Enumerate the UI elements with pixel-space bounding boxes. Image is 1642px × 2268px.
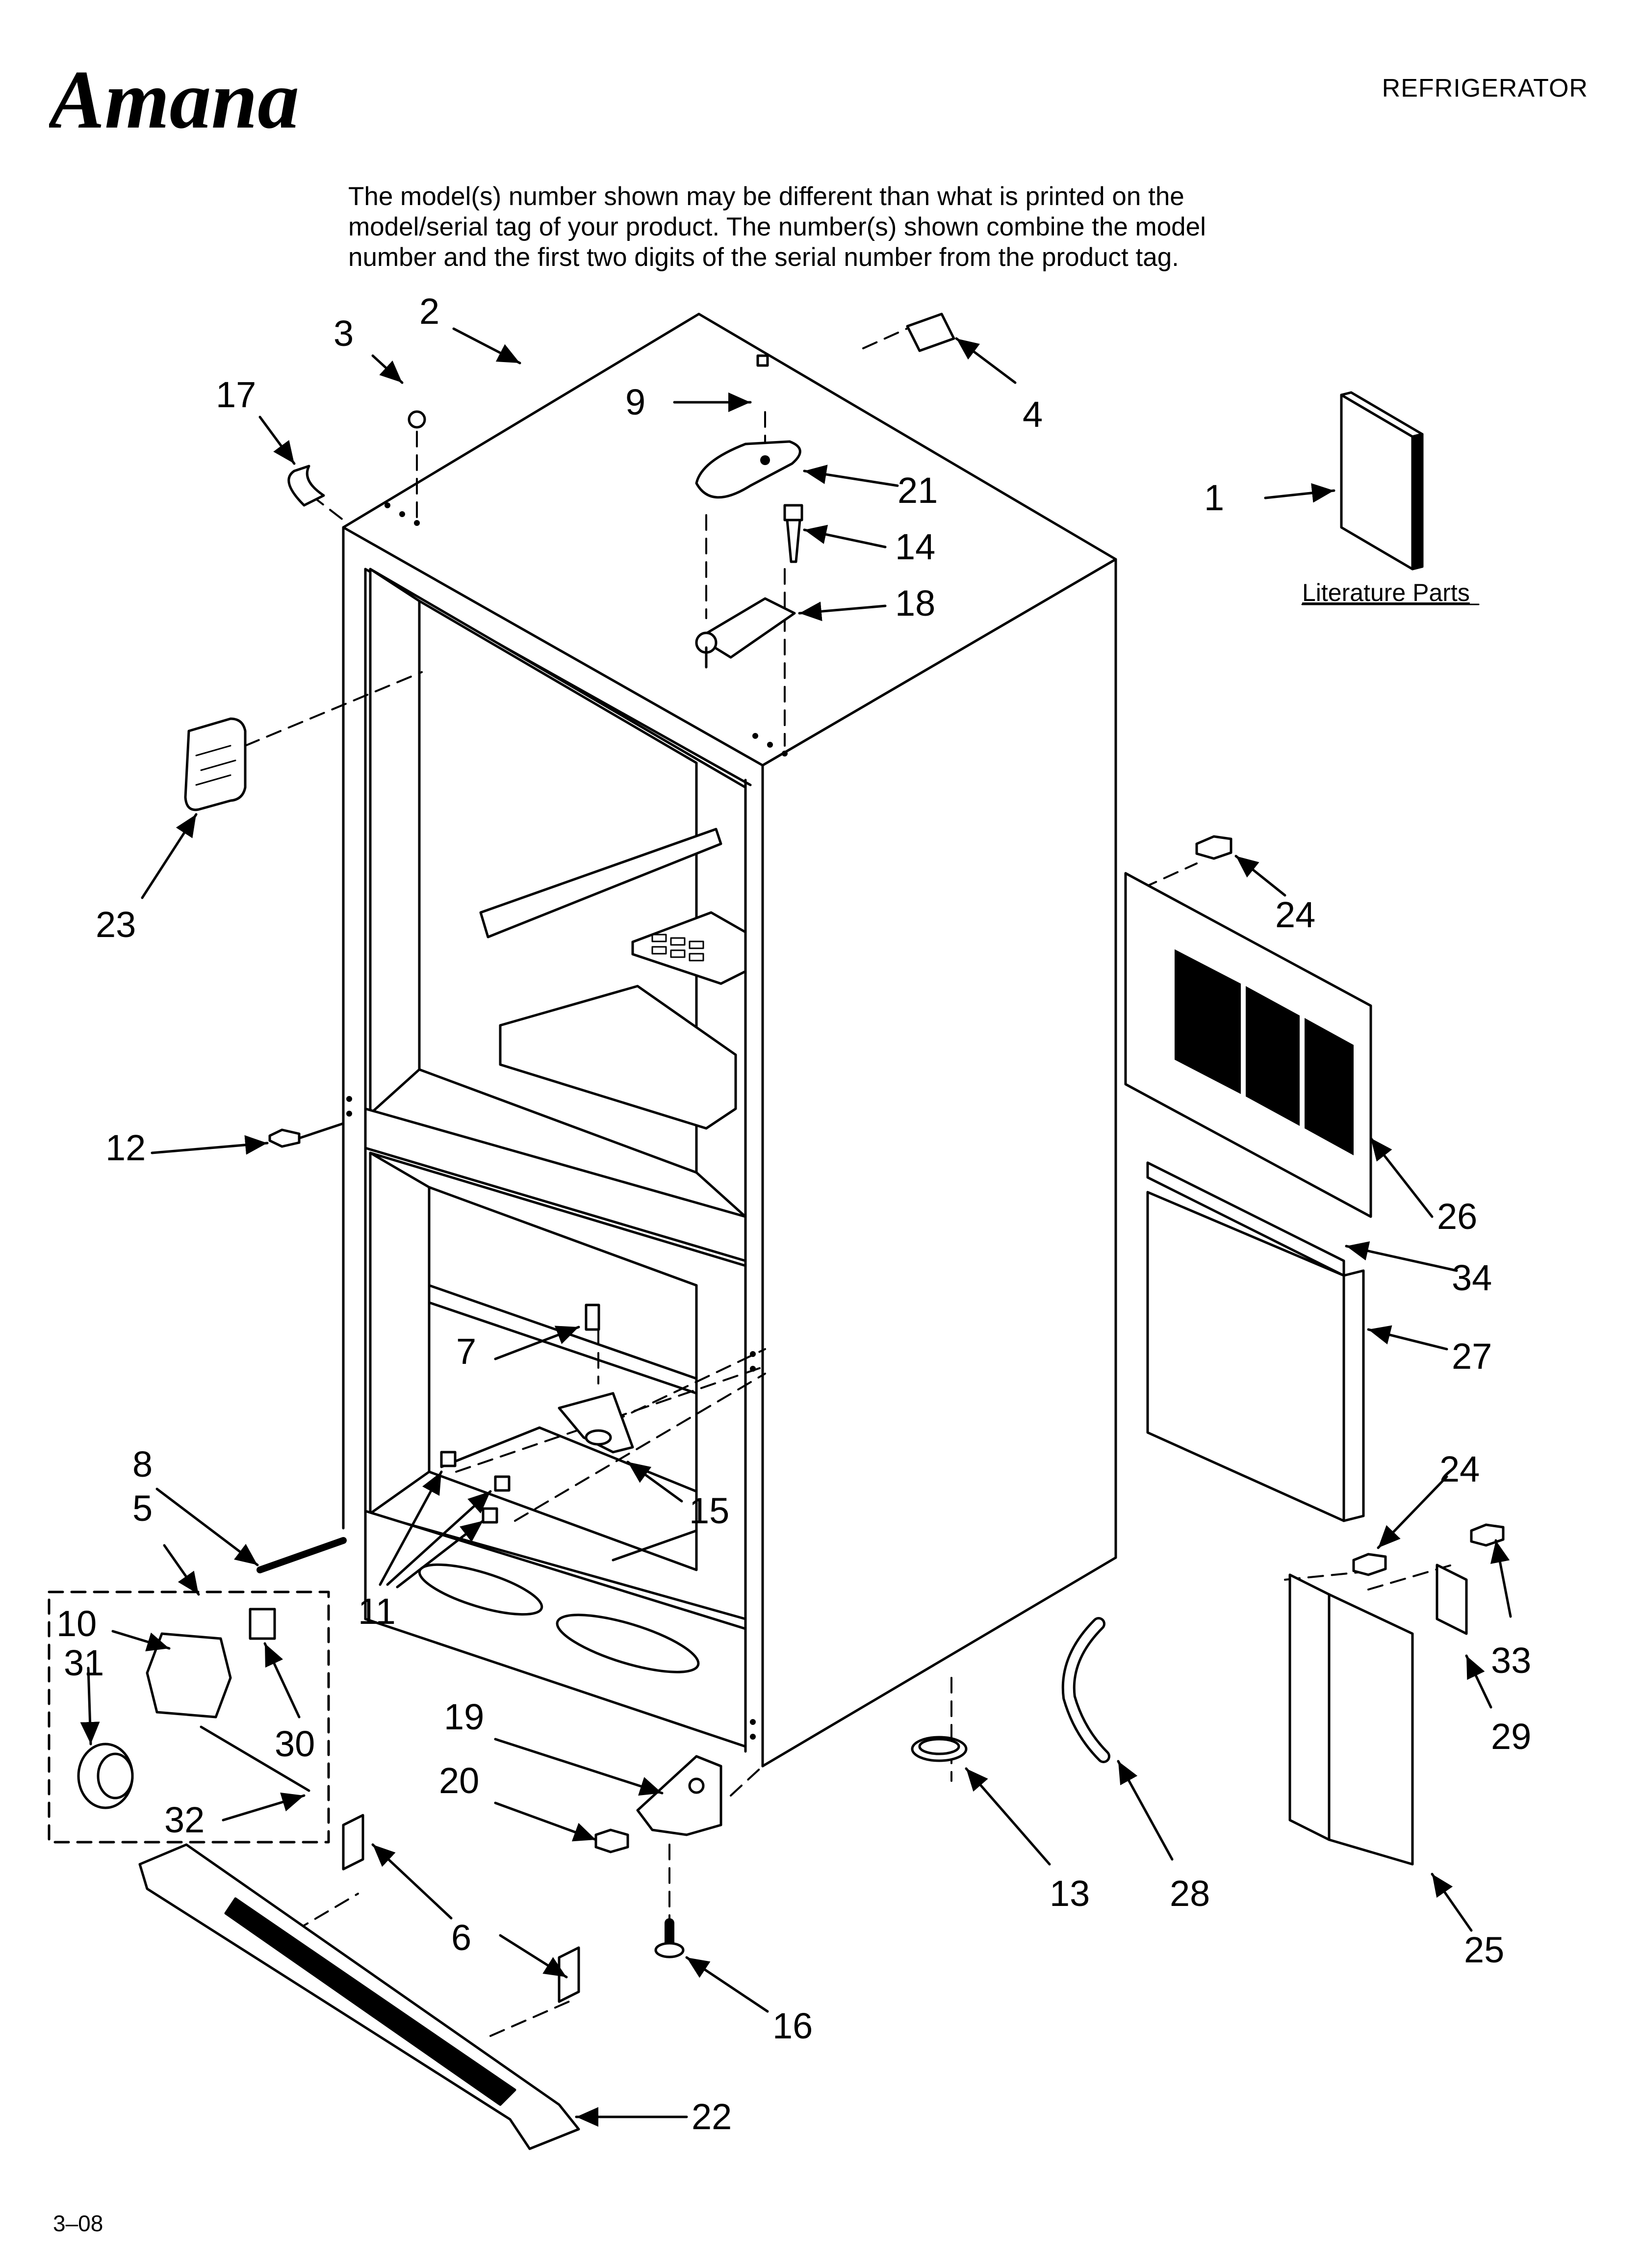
part-stud-7	[585, 1303, 600, 1331]
part-panel-27	[1146, 1191, 1365, 1522]
callout-24a: 24	[1275, 894, 1315, 935]
part-hinge-cover-21	[695, 440, 801, 499]
callout-1: 1	[1204, 477, 1224, 518]
callout-32: 32	[164, 1799, 205, 1840]
part-bracket-29	[1436, 1564, 1468, 1635]
part-foot-13	[911, 1736, 968, 1762]
callout-17: 17	[216, 374, 256, 415]
part-roller-assembly	[48, 1590, 330, 1844]
callout-7: 7	[456, 1331, 476, 1372]
part-label-4	[906, 313, 955, 352]
callout-26: 26	[1437, 1196, 1477, 1237]
part-hinge-18	[695, 597, 796, 669]
callout-13: 13	[1050, 1873, 1090, 1914]
part-screw-12	[268, 1122, 345, 1148]
part-leg-16	[654, 1918, 685, 1958]
callout-24b: 24	[1439, 1449, 1480, 1489]
callout-12: 12	[105, 1127, 146, 1168]
part-screws-top	[408, 354, 803, 563]
callout-31: 31	[64, 1642, 104, 1683]
part-base-grille-22	[138, 1843, 580, 2150]
part-bolt-8	[257, 1537, 347, 1573]
callout-numbers: 1 2 3 4 5 6 7 8 9 10 11 12 13 14 15 16 1…	[56, 291, 1531, 2137]
part-bracket-15	[558, 1392, 634, 1454]
callout-6: 6	[451, 1917, 471, 1958]
part-grille-26	[1124, 872, 1372, 1218]
svg-text:Amana: Amana	[49, 54, 299, 137]
callout-29: 29	[1491, 1716, 1531, 1757]
assembly-lines	[244, 325, 1453, 2037]
amana-logo: Amana	[49, 54, 299, 137]
callout-8: 8	[132, 1444, 153, 1485]
model-number-notice: The model(s) number shown may be differe…	[348, 182, 1329, 273]
callout-22: 22	[692, 2096, 732, 2137]
callout-2: 2	[419, 291, 439, 332]
callout-18: 18	[895, 583, 935, 624]
part-cover-25	[1288, 1573, 1414, 1866]
callout-5: 5	[132, 1488, 153, 1529]
part-screw-20	[594, 1828, 629, 1853]
callout-11: 11	[358, 1591, 396, 1632]
callout-34: 34	[1452, 1257, 1492, 1298]
callout-15: 15	[689, 1490, 729, 1531]
part-control-23	[184, 717, 247, 811]
callout-19: 19	[444, 1696, 484, 1737]
leader-lines	[80, 327, 1512, 2127]
part-literature-book	[1340, 391, 1424, 571]
callout-3: 3	[334, 313, 354, 354]
callout-23: 23	[96, 904, 136, 945]
callout-14: 14	[895, 526, 935, 567]
part-17	[287, 465, 325, 507]
callout-30: 30	[275, 1723, 315, 1764]
notice-line: The model(s) number shown may be differe…	[348, 182, 1184, 211]
callout-21: 21	[898, 470, 938, 511]
callout-28: 28	[1170, 1873, 1210, 1914]
callout-27: 27	[1452, 1336, 1492, 1377]
refrigerator-cabinet	[342, 313, 1117, 1768]
callout-4: 4	[1023, 394, 1043, 435]
notice-line: number and the first two digits of the s…	[348, 243, 1179, 272]
callout-9: 9	[625, 382, 645, 422]
part-leveler-19	[636, 1755, 722, 1836]
page-title: REFRIGERATOR	[1382, 74, 1588, 103]
literature-parts-label: Literature Parts	[1302, 579, 1470, 606]
notice-line: model/serial tag of your product. The nu…	[348, 212, 1206, 241]
callout-20: 20	[439, 1760, 479, 1801]
part-clips-6	[342, 1814, 580, 2003]
callout-25: 25	[1464, 1929, 1504, 1970]
callout-16: 16	[772, 2006, 813, 2046]
callout-33: 33	[1491, 1640, 1531, 1681]
part-tube-28	[1061, 1617, 1110, 1763]
page-code: 3–08	[53, 2211, 103, 2236]
callout-10: 10	[56, 1603, 97, 1644]
